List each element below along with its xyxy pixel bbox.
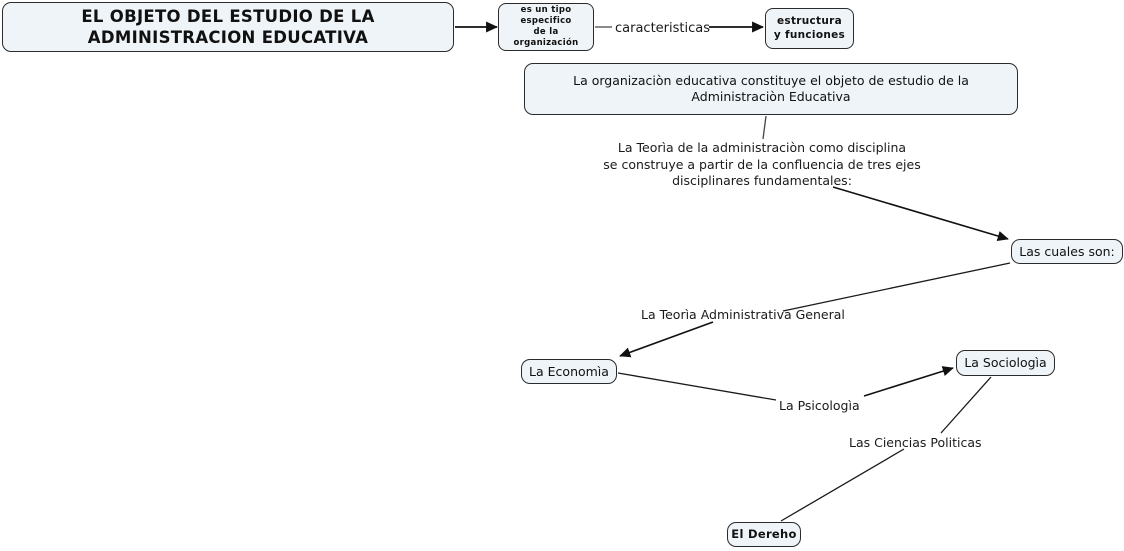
edge-label-caracteristicas: caracteristicas (615, 21, 710, 36)
edge-teoria-block-to-cuales-son (832, 186, 1009, 242)
edge-ciencias-politicas-to-dereho (780, 448, 905, 522)
node-es-un-tipo-especifico[interactable]: es un tipo especifico de la organización (498, 3, 594, 51)
node-la-economia[interactable]: La Economìa (521, 359, 617, 384)
node-la-sociologia[interactable]: La Sociologìa (956, 350, 1055, 376)
edge-organizacion-to-teoria-block (762, 115, 767, 140)
edge-sociologia-to-ciencias-politicas (940, 376, 992, 434)
node-estructura-y-funciones[interactable]: estructura y funciones (765, 8, 854, 49)
edge-label-las-ciencias-politicas: Las Ciencias Politicas (849, 435, 982, 450)
text-teoria-administracion-disciplina: La Teorìa de la administraciòn como disc… (603, 140, 921, 188)
edge-label-teoria-administrativa-general: La Teorìa Administrativa General (641, 307, 845, 322)
edge-cuales-son-to-teoria-administrativa (782, 262, 1011, 312)
node-titulo-objeto-estudio[interactable]: EL OBJETO DEL ESTUDIO DE LA ADMINISTRACI… (2, 2, 454, 52)
node-el-dereho[interactable]: El Dereho (727, 522, 801, 547)
node-organizacion-educativa[interactable]: La organizaciòn educativa constituye el … (524, 63, 1018, 115)
edge-psicologia-to-sociologia (863, 366, 954, 397)
edge-economia-to-psicologia (617, 372, 777, 401)
edge-label-la-psicologia: La Psicologìa (779, 398, 860, 413)
node-las-cuales-son[interactable]: Las cuales son: (1011, 239, 1123, 264)
edge-teoria-administrativa-to-economia (619, 321, 714, 358)
